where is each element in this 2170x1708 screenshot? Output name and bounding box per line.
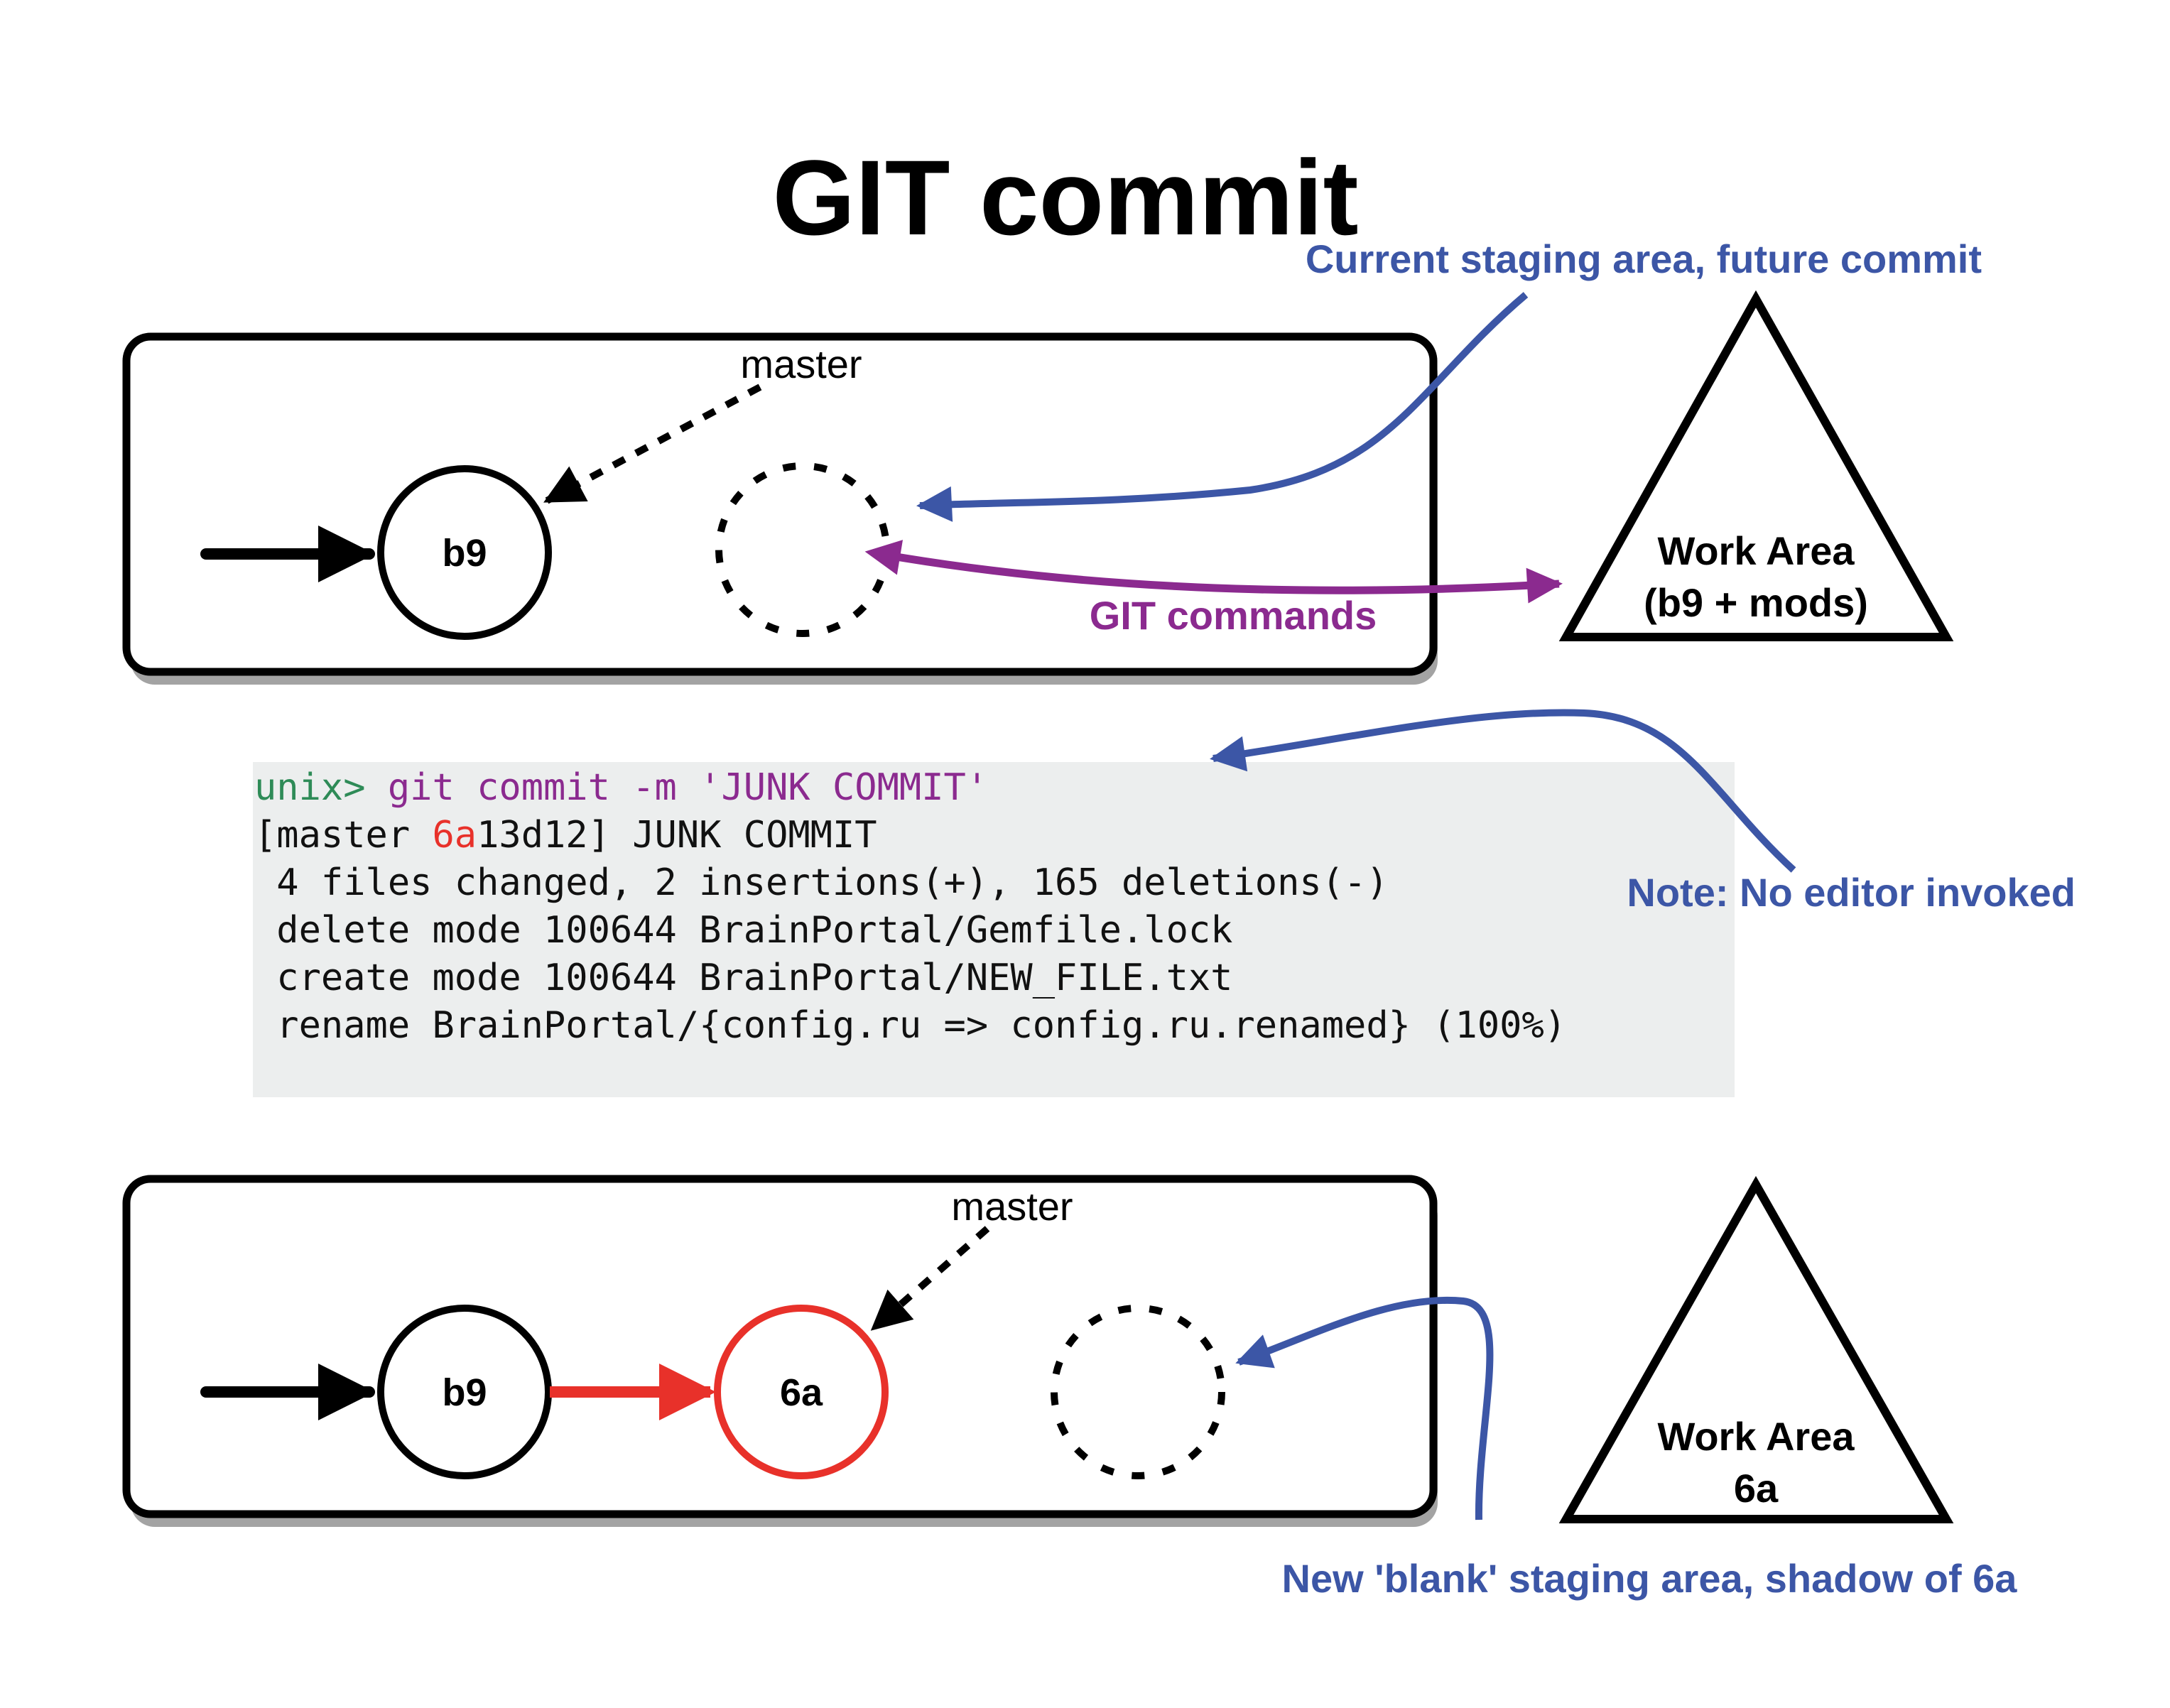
master-branch-label-bottom: master: [951, 1184, 1073, 1229]
work-area-sublabel: (b9 + mods): [1644, 580, 1868, 625]
commit-b9-label: b9: [442, 532, 487, 575]
no-editor-note-arrow: [1210, 709, 1796, 873]
terminal-line-3: 4 files changed, 2 insertions(+), 165 de…: [254, 861, 1389, 904]
no-editor-note: Note: No editor invoked: [1627, 870, 2076, 915]
staging-annotation-arrow: [916, 292, 1529, 522]
terminal-prompt: unix>: [254, 766, 366, 809]
work-area-triangle-bottom: Work Area 6a: [1558, 1175, 1954, 1523]
work-area-label-bottom: Work Area: [1658, 1414, 1855, 1459]
terminal-line-5: create mode 100644 BrainPortal/NEW_FILE.…: [254, 957, 1233, 999]
staging-annotation: Current staging area, future commit: [1306, 236, 1982, 281]
git-commands-arrow: [864, 540, 1563, 604]
terminal-line-4: delete mode 100644 BrainPortal/Gemfile.l…: [254, 909, 1233, 952]
work-area-sublabel-bottom: 6a: [1734, 1466, 1779, 1511]
terminal-line-2: [master 6a13d12] JUNK COMMIT: [254, 814, 877, 856]
terminal-command: git commit -m 'JUNK COMMIT': [366, 766, 989, 809]
new-staging-annotation-arrow: [1235, 1296, 1494, 1521]
master-branch-label: master: [740, 342, 862, 386]
new-staging-annotation: New 'blank' staging area, shadow of 6a: [1282, 1556, 2018, 1601]
git-commands-label: GIT commands: [1090, 593, 1377, 638]
commit-node-b9-bottom: b9: [377, 1305, 552, 1479]
work-area-triangle-top: Work Area (b9 + mods): [1558, 290, 1954, 641]
terminal-line-6: rename BrainPortal/{config.ru => config.…: [254, 1004, 1566, 1047]
commit-node-b9: b9: [377, 465, 552, 640]
terminal-panel: [253, 762, 1735, 1097]
work-area-label: Work Area: [1658, 528, 1855, 573]
new-staging-area-circle: [1051, 1305, 1225, 1479]
commit-hash-highlight: 6a: [432, 814, 477, 856]
commit-b9-label-bottom: b9: [442, 1371, 487, 1414]
commit-node-6a: 6a: [714, 1305, 889, 1479]
page-title: GIT commit: [772, 138, 1358, 257]
terminal-line-1: unix> git commit -m 'JUNK COMMIT': [254, 766, 988, 809]
commit-6a-label: 6a: [780, 1371, 823, 1414]
